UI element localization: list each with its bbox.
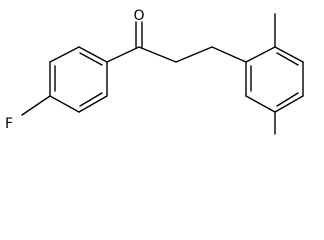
ring-b-bond-2 xyxy=(274,46,304,63)
chain-bond-3 xyxy=(211,46,247,63)
chain-bond-1 xyxy=(138,46,177,63)
carbon-fluorine-bond xyxy=(21,95,51,116)
ring-a-bond-6 xyxy=(49,46,80,63)
oxygen-atom-label: O xyxy=(133,8,144,24)
chain-bond-2 xyxy=(175,46,213,63)
carbonyl-double-bond xyxy=(135,21,143,48)
ring-a-bond-4 xyxy=(49,95,80,113)
fluorophenyl-ring xyxy=(49,46,108,113)
ring-b-bond-5 xyxy=(245,95,276,113)
ring-a-inner-bond-2 xyxy=(79,92,103,107)
ring-b-bond-1 xyxy=(245,46,276,63)
ring-a-bond-3 xyxy=(78,95,108,113)
ring-a-inner-bond-1 xyxy=(79,52,103,66)
ring-to-carbonyl-bond xyxy=(106,46,140,63)
molecule-structure-diagram: O F xyxy=(5,8,304,135)
ring-a-bond-1 xyxy=(78,46,108,63)
fluorine-atom-label: F xyxy=(5,116,13,132)
ring-b-bond-4 xyxy=(274,95,304,113)
ring-b-inner-bond-2 xyxy=(276,52,299,66)
dimethylphenyl-ring xyxy=(245,46,304,113)
ring-b-inner-bond-3 xyxy=(276,92,299,107)
